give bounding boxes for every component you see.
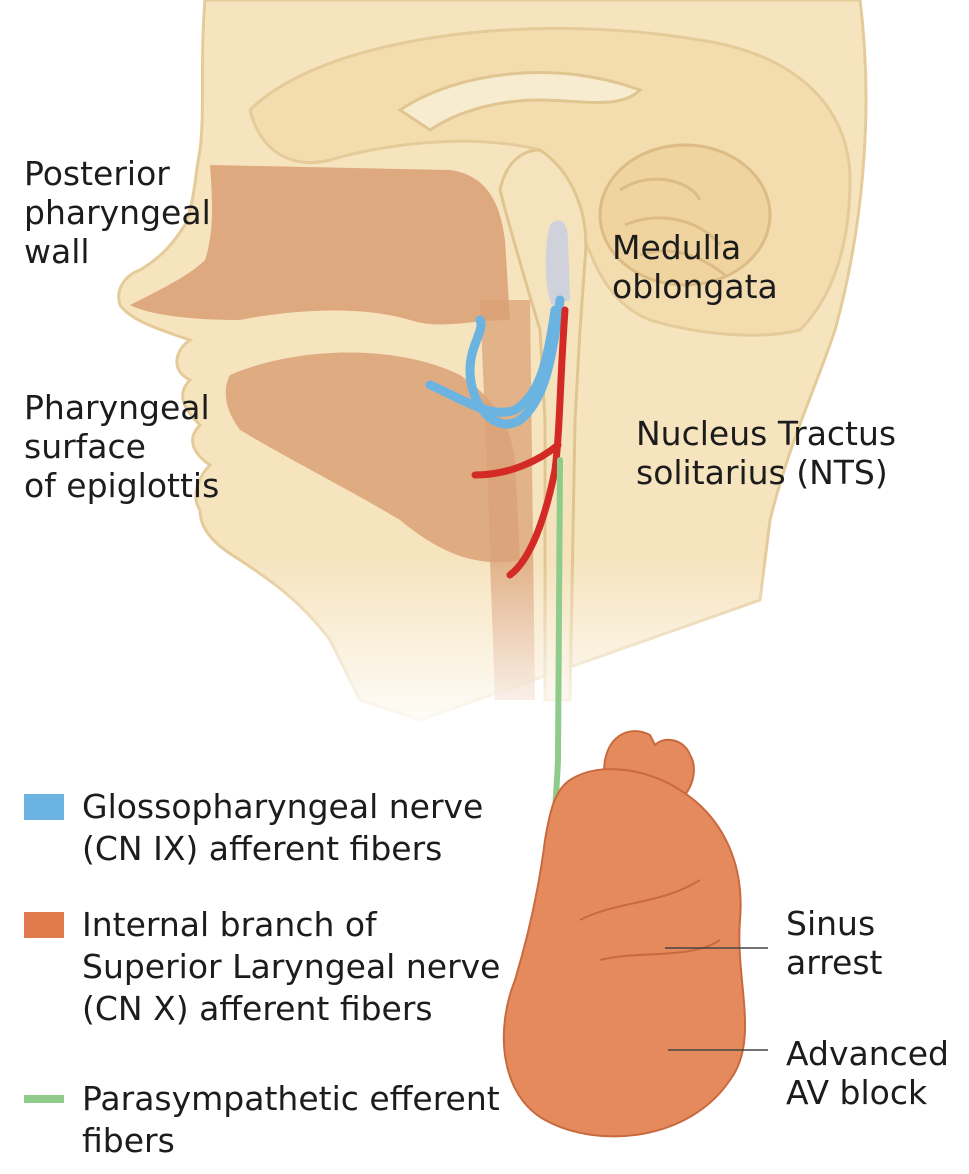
- heart-illustration-icon: [504, 731, 745, 1136]
- legend-swatch-glossopharyngeal: [24, 794, 64, 820]
- label-nts: Nucleus Tractus solitarius (NTS): [636, 414, 896, 492]
- neck-fade: [180, 560, 880, 740]
- label-posterior-pharyngeal-wall: Posterior pharyngeal wall: [24, 154, 211, 271]
- legend-item-glossopharyngeal: Glossopharyngeal nerve (CN IX) afferent …: [24, 786, 483, 870]
- label-av-block: Advanced AV block: [786, 1034, 949, 1112]
- legend-item-parasympathetic: Parasympathetic efferent fibers: [24, 1078, 500, 1162]
- medulla-nucleus: [546, 220, 570, 305]
- legend-text-glossopharyngeal: Glossopharyngeal nerve (CN IX) afferent …: [82, 786, 483, 870]
- legend-swatch-superior-laryngeal: [24, 912, 64, 938]
- label-sinus-arrest: Sinus arrest: [786, 904, 883, 982]
- sagittal-head-section-icon: [119, 0, 880, 740]
- legend-text-parasympathetic: Parasympathetic efferent fibers: [82, 1078, 500, 1162]
- heart-body: [504, 769, 745, 1136]
- legend-text-superior-laryngeal: Internal branch of Superior Laryngeal ne…: [82, 904, 500, 1030]
- label-medulla-oblongata: Medulla oblongata: [612, 228, 778, 306]
- legend-swatch-parasympathetic: [24, 1095, 64, 1103]
- label-pharyngeal-surface: Pharyngeal surface of epiglottis: [24, 388, 219, 505]
- legend-item-superior-laryngeal: Internal branch of Superior Laryngeal ne…: [24, 904, 500, 1030]
